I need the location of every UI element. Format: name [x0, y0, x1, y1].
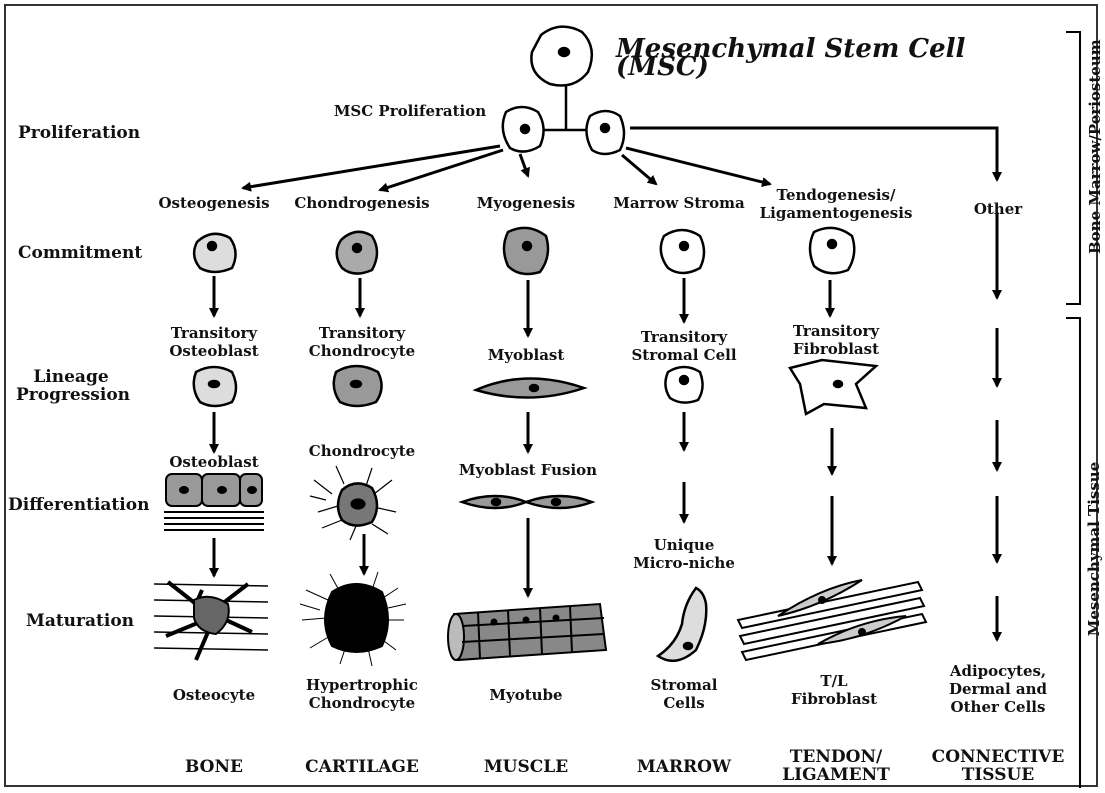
bracket-mesenchymal-tissue: [1066, 318, 1080, 788]
osteocyte-cell: [154, 582, 268, 660]
lineage-tendon-mature: T/L Fibroblast: [764, 672, 904, 708]
myotube-cell: [448, 604, 606, 660]
committed-osteo-cell: [194, 234, 235, 272]
lineage-bone-mature: Osteocyte: [144, 686, 284, 704]
lineage-cartilage-differentiated: Chondrocyte: [292, 442, 432, 460]
committed-fibro-cell: [810, 228, 854, 273]
msc-stem-cell: [531, 27, 591, 86]
committed-chondro-cell: [337, 232, 377, 274]
transitory-chondrocyte-cell: [334, 366, 382, 406]
lineage-connective-commitment: Other: [936, 200, 1060, 218]
lineage-connective-mature: Adipocytes, Dermal and Other Cells: [928, 662, 1068, 716]
proliferating-cell-left: [503, 107, 544, 152]
lineage-muscle-transitory: Myoblast: [456, 346, 596, 364]
lineage-cartilage-commitment: Chondrogenesis: [292, 194, 432, 212]
lineage-cartilage-transitory: Transitory Chondrocyte: [292, 324, 432, 360]
lineage-marrow-mature: Stromal Cells: [614, 676, 754, 712]
transitory-osteoblast-cell: [194, 367, 236, 406]
myoblast-fusion-cells: [462, 496, 592, 508]
lineage-marrow-tissue: MARROW: [614, 758, 754, 776]
lineage-bone-transitory: Transitory Osteoblast: [144, 324, 284, 360]
arrow-to-osteogenesis: [243, 146, 500, 188]
chondrocyte-cell: [310, 466, 396, 540]
side-label-mesenchymal-tissue: Mesenchymal Tissue: [1085, 459, 1103, 639]
arrow-to-other: [630, 128, 997, 180]
osteoblast-layer: [164, 474, 264, 530]
arrow-to-myogenesis: [520, 154, 528, 176]
tl-fibroblast-cells: [738, 580, 926, 660]
myoblast-cell: [476, 378, 584, 397]
bracket-bone-marrow: [1066, 32, 1080, 304]
hypertrophic-chondrocyte-cell: [300, 572, 406, 666]
side-label-bone-marrow: Bone Marrow/Periosteum: [1086, 84, 1104, 254]
lineage-cartilage-mature: Hypertrophic Chondrocyte: [292, 676, 432, 712]
msc-proliferation-label: MSC Proliferation: [330, 102, 490, 120]
lineage-bone-tissue: BONE: [144, 758, 284, 776]
lineage-muscle-commitment: Myogenesis: [456, 194, 596, 212]
committed-myo-cell: [504, 228, 548, 274]
lineage-tendon-tissue: TENDON/ LIGAMENT: [756, 748, 916, 784]
lineage-bone-commitment: Osteogenesis: [144, 194, 284, 212]
lineage-marrow-commitment: Marrow Stroma: [604, 194, 754, 212]
lineage-tendon-commitment: Tendogenesis/ Ligamentogenesis: [756, 186, 916, 222]
transitory-stromal-cell: [665, 367, 702, 403]
lineage-cartilage-tissue: CARTILAGE: [292, 758, 432, 776]
arrow-to-marrow-stroma: [622, 155, 656, 184]
lineage-marrow-transitory: Transitory Stromal Cell: [614, 328, 754, 364]
lineage-bone-differentiated: Osteoblast: [144, 453, 284, 471]
transitory-fibroblast-cell: [790, 360, 876, 414]
lineage-muscle-tissue: MUSCLE: [456, 758, 596, 776]
stromal-cell: [658, 588, 706, 661]
stage-differentiation: Differentiation: [8, 496, 148, 514]
committed-stroma-cell: [661, 230, 704, 273]
stage-commitment: Commitment: [18, 244, 158, 262]
lineage-muscle-differentiated: Myoblast Fusion: [448, 461, 608, 479]
diagram-title: Mesenchymal Stem Cell (MSC): [616, 40, 1036, 76]
lineage-tendon-transitory: Transitory Fibroblast: [766, 322, 906, 358]
lineage-muscle-mature: Myotube: [456, 686, 596, 704]
lineage-marrow-differentiated: Unique Micro-niche: [614, 536, 754, 572]
lineage-connective-tissue: CONNECTIVE TISSUE: [918, 748, 1078, 784]
stage-maturation: Maturation: [26, 612, 166, 630]
stage-proliferation: Proliferation: [18, 124, 158, 142]
stage-lineage-progression: Lineage Progression: [16, 368, 126, 404]
proliferating-cell-right: [586, 111, 624, 154]
